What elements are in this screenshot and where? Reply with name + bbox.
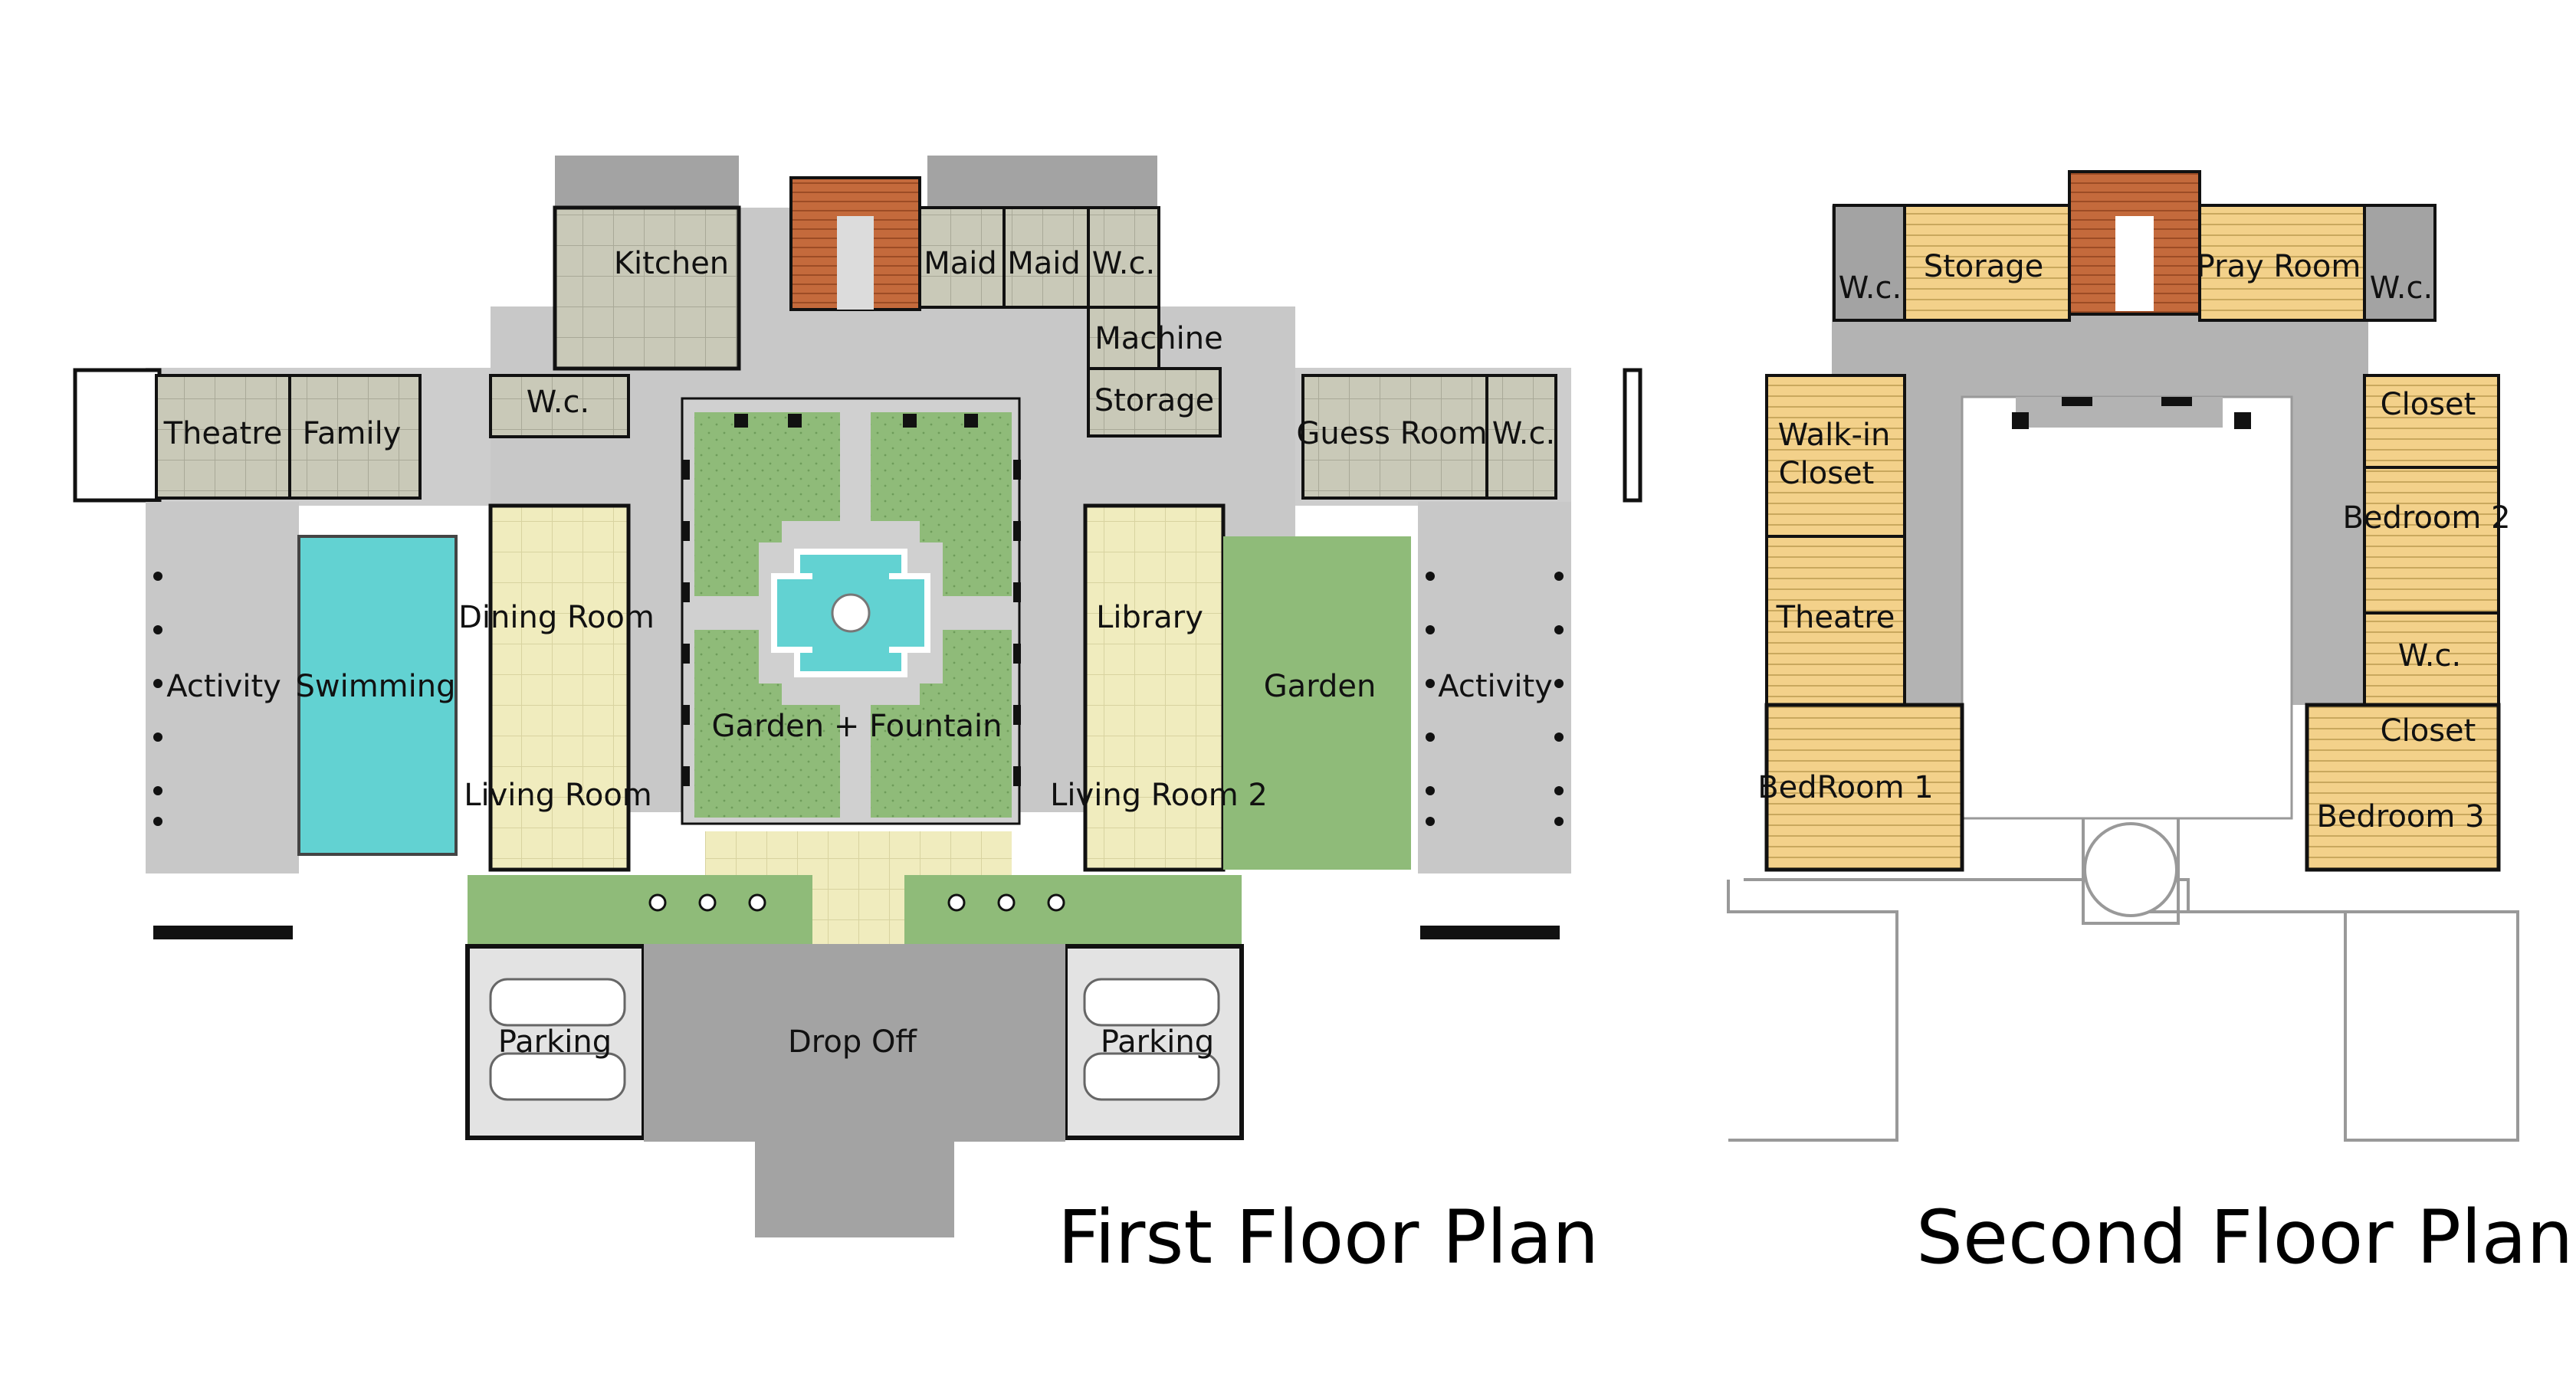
walk-in-label: Walk-in	[1778, 418, 1891, 453]
second-wc-right-label: W.c.	[2370, 270, 2433, 306]
first-floor-plan: Kitchen Maid Maid W.c. Machine Storage W…	[73, 156, 1642, 1280]
bedroom-1-label: BedRoom 1	[1757, 770, 1934, 805]
drop-off-label: Drop Off	[788, 1024, 917, 1060]
garden-label: Garden	[1264, 669, 1377, 704]
pray-room-label: Pray Room	[2197, 249, 2361, 284]
closet-mid-label: Closet	[2381, 713, 2476, 749]
bedroom-2-label: Bedroom 2	[2342, 500, 2510, 536]
swimming-label: Swimming	[295, 669, 455, 704]
walk-in-closet-label: Closet	[1779, 456, 1875, 491]
storage-label: Storage	[1094, 383, 1215, 418]
second-wc-left-label: W.c.	[1839, 270, 1902, 306]
wc-left-label: W.c.	[527, 385, 589, 420]
maid-2-label: Maid	[1007, 246, 1081, 281]
second-theatre-label: Theatre	[1776, 600, 1895, 635]
closet-top-label: Closet	[2381, 387, 2476, 422]
wc-right-label: W.c.	[1492, 416, 1555, 451]
living-room-2-label: Living Room 2	[1050, 778, 1268, 813]
second-storage-label: Storage	[1924, 249, 2044, 284]
garden-fountain-label: Garden + Fountain	[712, 709, 1003, 744]
first-floor-title: First Floor Plan	[1058, 1195, 1599, 1280]
second-floor-title: Second Floor Plan	[1916, 1195, 2573, 1280]
dining-room-label: Dining Room	[458, 600, 655, 635]
activity-right-label: Activity	[1438, 669, 1553, 704]
bedroom-3-label: Bedroom 3	[2316, 799, 2484, 834]
wc-top-label: W.c.	[1092, 246, 1155, 281]
library-label: Library	[1096, 600, 1203, 635]
second-wc-mid-label: W.c.	[2398, 638, 2461, 674]
maid-1-label: Maid	[924, 246, 997, 281]
parking-right-label: Parking	[1101, 1024, 1214, 1060]
parking-left-label: Parking	[498, 1024, 612, 1060]
family-label: Family	[303, 416, 402, 451]
kitchen-label: Kitchen	[614, 246, 729, 281]
living-room-label: Living Room	[464, 778, 652, 813]
activity-left-label: Activity	[166, 669, 281, 704]
theatre-label: Theatre	[163, 416, 283, 451]
machine-label: Machine	[1094, 321, 1222, 356]
guess-room-label: Guess Room	[1296, 416, 1487, 451]
second-floor-plan: W.c. Storage Pray Room W.c. Walk-in Clos…	[1727, 170, 2573, 1280]
